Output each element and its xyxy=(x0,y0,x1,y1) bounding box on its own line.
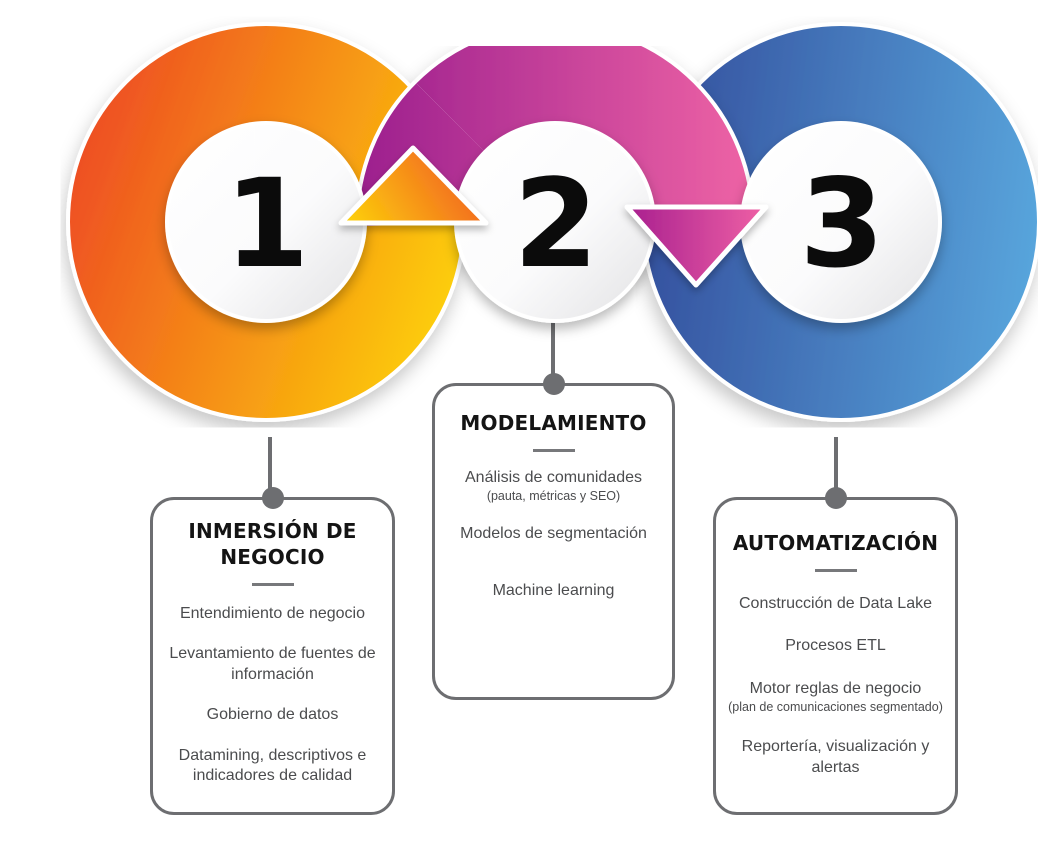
box-item-subtext: (pauta, métricas y SEO) xyxy=(486,489,621,504)
box-item: Levantamiento de fuentes de información xyxy=(169,645,376,683)
box-item: Entendimiento de negocio xyxy=(179,605,366,622)
box-item: Machine learning xyxy=(492,581,615,599)
title-divider xyxy=(251,583,294,586)
title-divider xyxy=(532,449,575,452)
box-item: Análisis de comunidades (pauta, métricas… xyxy=(446,468,661,504)
box-item: Gobierno de datos xyxy=(206,706,339,724)
arrow-up-icon xyxy=(338,145,489,226)
box-item-subtext: (plan de comunicaciones segmentado) xyxy=(728,700,943,715)
box-title: AUTOMATIZACIÓN xyxy=(732,531,939,555)
box-item: Datamining, descriptivos e indicadores d… xyxy=(178,746,367,785)
step-circle-1 xyxy=(165,121,367,323)
step-number-2: 2 xyxy=(513,153,599,295)
info-box-inmersion-de-negocio: INMERSIÓN DE NEGOCIO Entendimiento de ne… xyxy=(150,487,395,815)
step-number-1: 1 xyxy=(224,153,310,295)
step-number-3: 3 xyxy=(799,153,885,295)
step-circle-3 xyxy=(740,121,942,323)
box-title: MODELAMIENTO xyxy=(460,411,647,435)
box-title: INMERSIÓN DE NEGOCIO xyxy=(188,519,357,569)
box-item: Modelos de segmentación xyxy=(460,525,647,543)
box-item: Construcción de Data Lake xyxy=(739,595,932,612)
box-item-text: Motor reglas de negocio xyxy=(749,679,922,697)
info-box-automatizacion: AUTOMATIZACIÓN Construcción de Data Lake… xyxy=(713,487,958,815)
box-item: Procesos ETL xyxy=(785,637,886,655)
connector-dot-1 xyxy=(261,487,284,509)
connector-dot-3 xyxy=(824,487,847,509)
box-item: Motor reglas de negocio (plan de comunic… xyxy=(728,679,943,715)
step-circle-2 xyxy=(454,121,656,323)
arrow-down-icon xyxy=(624,204,769,288)
connector-dot-2 xyxy=(542,373,565,395)
info-box-modelamiento: MODELAMIENTO Análisis de comunidades (pa… xyxy=(432,373,675,700)
box-item-text: Análisis de comunidades xyxy=(465,469,642,486)
title-divider xyxy=(814,569,857,572)
box-item: Reportería, visualización y alertas xyxy=(741,738,930,776)
